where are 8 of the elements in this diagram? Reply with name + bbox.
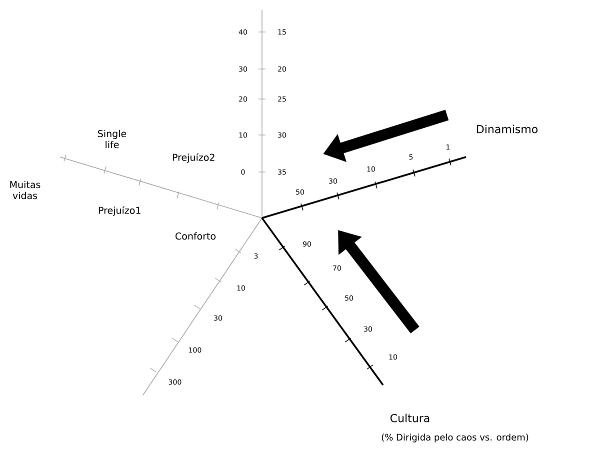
axis-subtitle: (% Dirigida pelo caos vs. ordem): [382, 434, 528, 442]
region-label: Muitas vidas: [10, 180, 40, 200]
region-label: Conforto: [176, 232, 216, 240]
region-label: Single life: [98, 130, 126, 148]
region-label: Prejuízo2: [172, 153, 214, 163]
region-label: Prejuízo1: [98, 206, 140, 216]
axis-title: Dinamismo: [477, 124, 538, 134]
axis-title: Cultura: [390, 414, 430, 422]
